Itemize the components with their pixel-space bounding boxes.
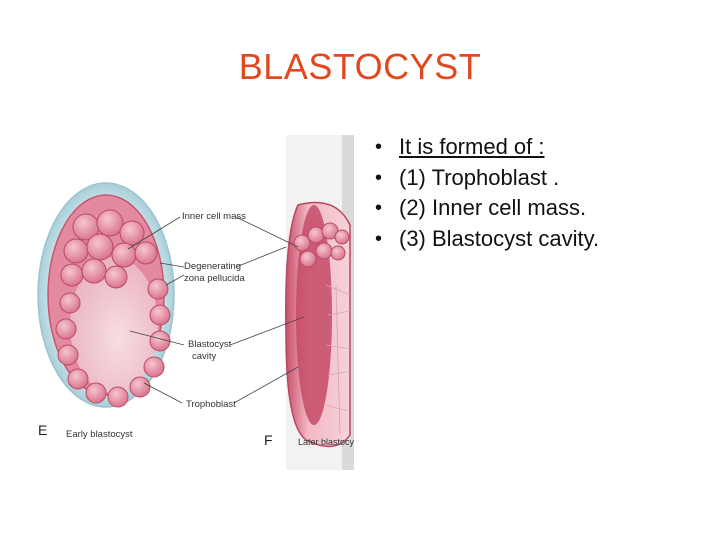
bullet-text: (1) Trophoblast . [399, 164, 560, 190]
label-blastocyst: Blastocyst [188, 339, 232, 350]
label-later-blastocyst: Later blastocyst [298, 437, 354, 447]
bullet-text: It is formed of : [399, 134, 545, 159]
bullet-list: •It is formed of : •(1) Trophoblast . •(… [375, 132, 599, 254]
blastocyst-illustration: Inner cell mass Degenerating zona pelluc… [37, 135, 354, 470]
bullet-text: (3) Blastocyst cavity. [399, 225, 600, 251]
label-zona-pellucida: zona pellucida [184, 273, 245, 284]
bullet-item: •(3) Blastocyst cavity. [375, 225, 600, 251]
trophoblast-cells [55, 278, 171, 408]
blastocyst-cavity [70, 257, 158, 393]
later-blastocyst-drawing [285, 201, 351, 448]
label-degenerating: Degenerating [184, 261, 241, 272]
bullet-item: •It is formed of : [375, 134, 545, 159]
leader-lines [127, 216, 305, 404]
label-letter-f: F [264, 432, 273, 448]
label-inner-cell-mass: Inner cell mass [182, 211, 246, 222]
label-cavity: cavity [192, 351, 217, 362]
label-letter-e: E [38, 422, 47, 438]
bullet-item: •(2) Inner cell mass. [375, 195, 587, 220]
label-early-blastocyst: Early blastocyst [66, 429, 133, 440]
bullet-item: •(1) Trophoblast . [375, 164, 560, 190]
inner-cell-mass [60, 209, 158, 289]
label-trophoblast: Trophoblast [186, 399, 236, 410]
bullet-text: (2) Inner cell mass. [399, 195, 587, 220]
slide-title: BLASTOCYST [238, 46, 482, 87]
